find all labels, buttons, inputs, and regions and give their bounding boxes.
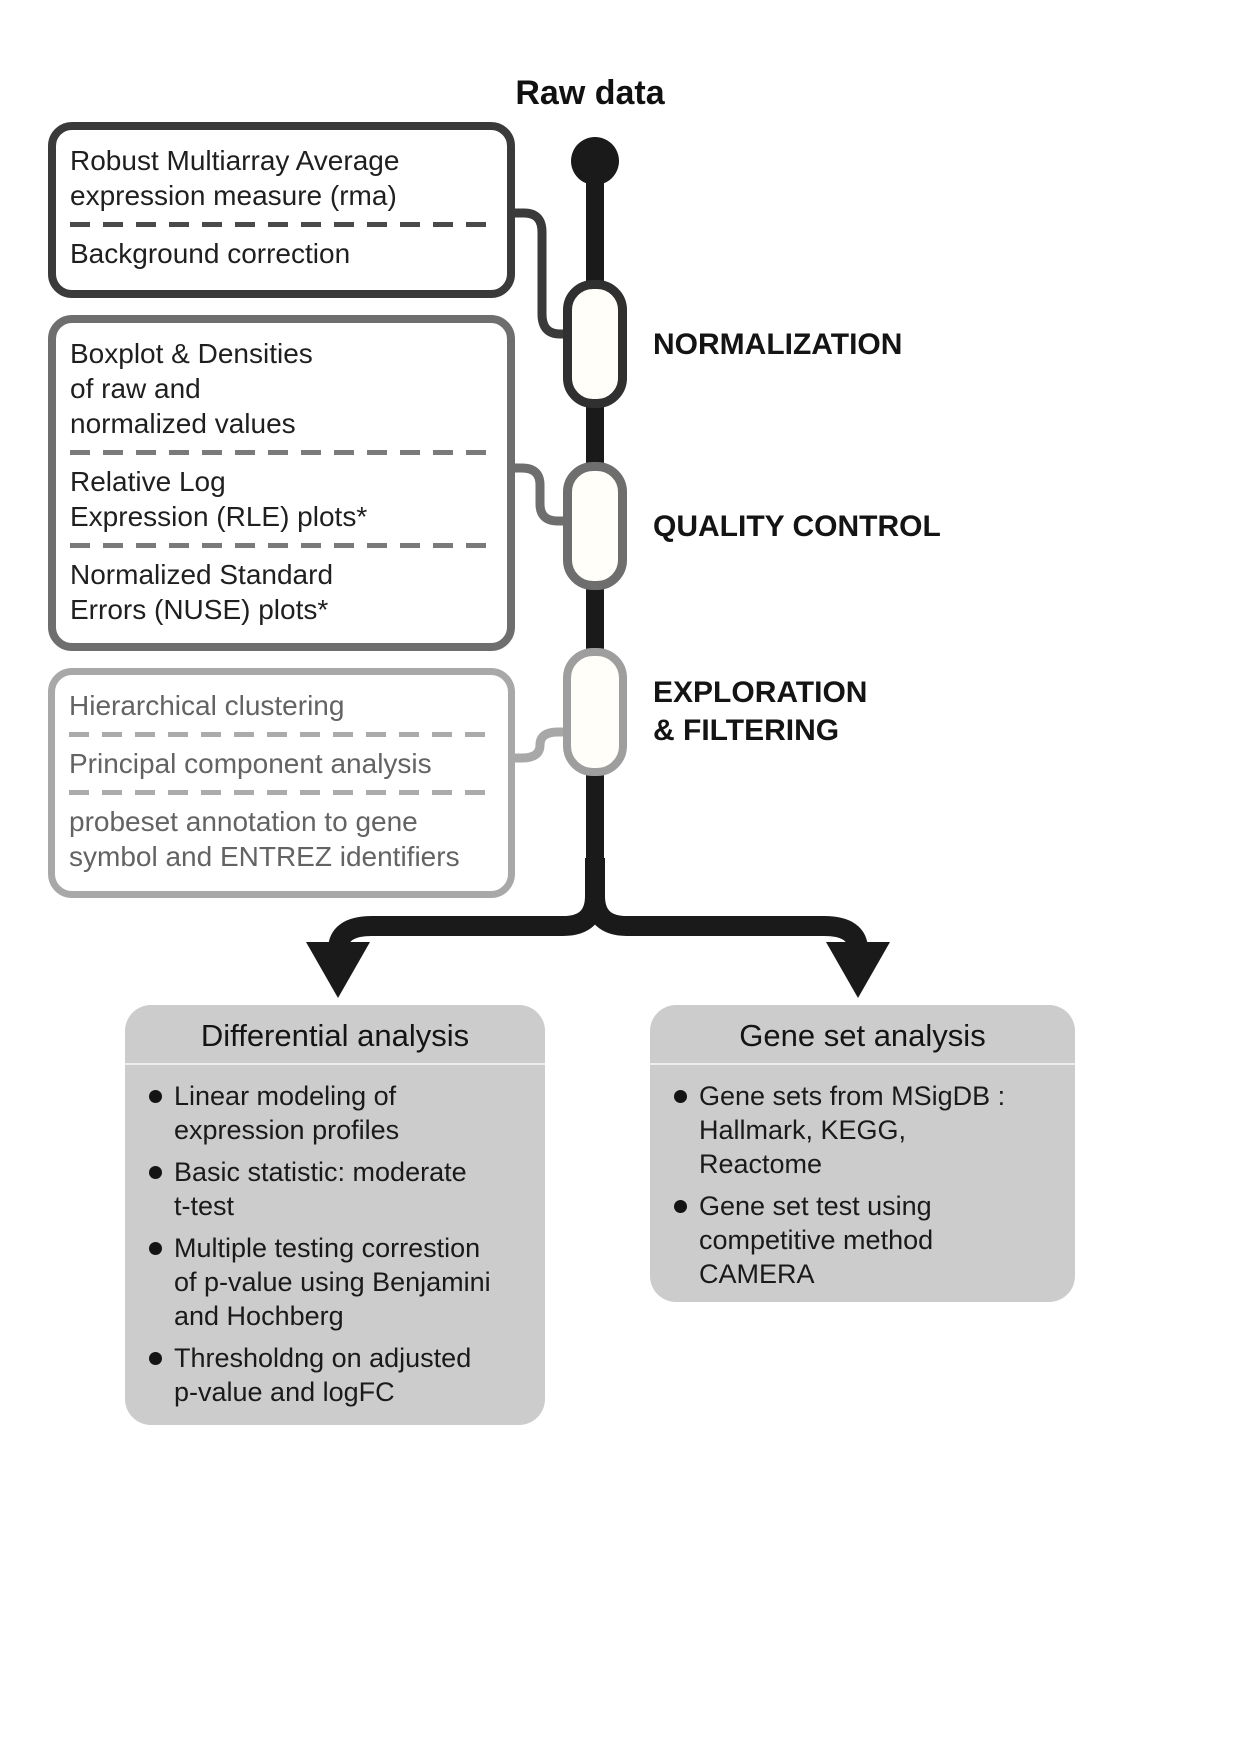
gene-set-analysis-bullets: Gene sets from MSigDB : Hallmark, KEGG, … xyxy=(650,1065,1075,1291)
exploration-methods-box: Hierarchical clustering Principal compon… xyxy=(48,668,515,898)
quality-control-stage-label: QUALITY CONTROL xyxy=(653,510,941,543)
normalization-stage-label: NORMALIZATION xyxy=(653,328,903,361)
bullet-item: Multiple testing correstion of p-value u… xyxy=(149,1231,529,1333)
method-item: Principal component analysis xyxy=(69,748,432,779)
differential-analysis-box: Differential analysis Linear modeling of… xyxy=(125,1005,545,1425)
raw-data-label: Raw data xyxy=(515,74,665,112)
dashed-divider xyxy=(70,222,493,227)
gene-set-analysis-title: Gene set analysis xyxy=(739,1018,986,1053)
split-branch-right xyxy=(585,858,868,951)
bullet-item: Basic statistic: moderate t-test xyxy=(149,1155,529,1223)
method-item: probeset annotation to gene symbol and E… xyxy=(69,806,460,872)
method-item: Relative Log Expression (RLE) plots* xyxy=(70,466,368,532)
bullet-text: Thresholdng on adjusted p-value and logF… xyxy=(174,1343,472,1407)
arrowhead-right xyxy=(826,942,890,998)
bullet-dot xyxy=(149,1242,162,1255)
bullet-text: Gene sets from MSigDB : Hallmark, KEGG, … xyxy=(699,1081,1006,1179)
method-item: Normalized Standard Errors (NUSE) plots* xyxy=(70,559,334,625)
bullet-text: Gene set test using competitive method C… xyxy=(699,1191,934,1289)
bullet-item: Gene sets from MSigDB : Hallmark, KEGG, … xyxy=(674,1079,1059,1181)
dashed-divider xyxy=(69,790,494,795)
gene-set-analysis-box: Gene set analysis Gene sets from MSigDB … xyxy=(650,1005,1075,1302)
bullet-dot xyxy=(674,1200,687,1213)
differential-analysis-title: Differential analysis xyxy=(200,1018,470,1053)
bullet-dot xyxy=(149,1090,162,1103)
connector-quality-control xyxy=(505,463,575,526)
differential-analysis-bullets: Linear modeling of expression profiles B… xyxy=(125,1065,545,1409)
dashed-divider xyxy=(70,450,493,455)
connector-exploration xyxy=(505,727,575,763)
bullet-text: Basic statistic: moderate t-test xyxy=(174,1157,467,1221)
method-item: Hierarchical clustering xyxy=(69,690,345,721)
exploration-node-pill xyxy=(563,648,627,776)
quality-control-node-pill xyxy=(563,462,627,590)
bullet-item: Linear modeling of expression profiles xyxy=(149,1079,529,1147)
method-item: Robust Multiarray Average expression mea… xyxy=(70,145,400,211)
bullet-text: Linear modeling of expression profiles xyxy=(174,1081,400,1145)
title-separator xyxy=(125,1063,545,1065)
method-item: Background correction xyxy=(70,238,351,269)
bullet-item: Gene set test using competitive method C… xyxy=(674,1189,1059,1291)
dashed-divider xyxy=(69,732,494,737)
bullet-item: Thresholdng on adjusted p-value and logF… xyxy=(149,1341,529,1409)
bullet-dot xyxy=(674,1090,687,1103)
exploration-stage-label: EXPLORATION & FILTERING xyxy=(653,676,868,747)
normalization-methods-box: Robust Multiarray Average expression mea… xyxy=(48,122,515,298)
quality-control-methods-box: Boxplot & Densities of raw and normalize… xyxy=(48,315,515,651)
raw-data-node xyxy=(571,137,619,185)
connector-normalization xyxy=(505,208,575,339)
normalization-node-pill xyxy=(563,280,627,408)
title-separator xyxy=(650,1063,1075,1065)
method-item: Boxplot & Densities of raw and normalize… xyxy=(70,338,313,439)
dashed-divider xyxy=(70,543,493,548)
bullet-text: Multiple testing correstion of p-value u… xyxy=(174,1233,491,1331)
bullet-dot xyxy=(149,1166,162,1179)
arrowhead-left xyxy=(306,942,370,998)
bullet-dot xyxy=(149,1352,162,1365)
